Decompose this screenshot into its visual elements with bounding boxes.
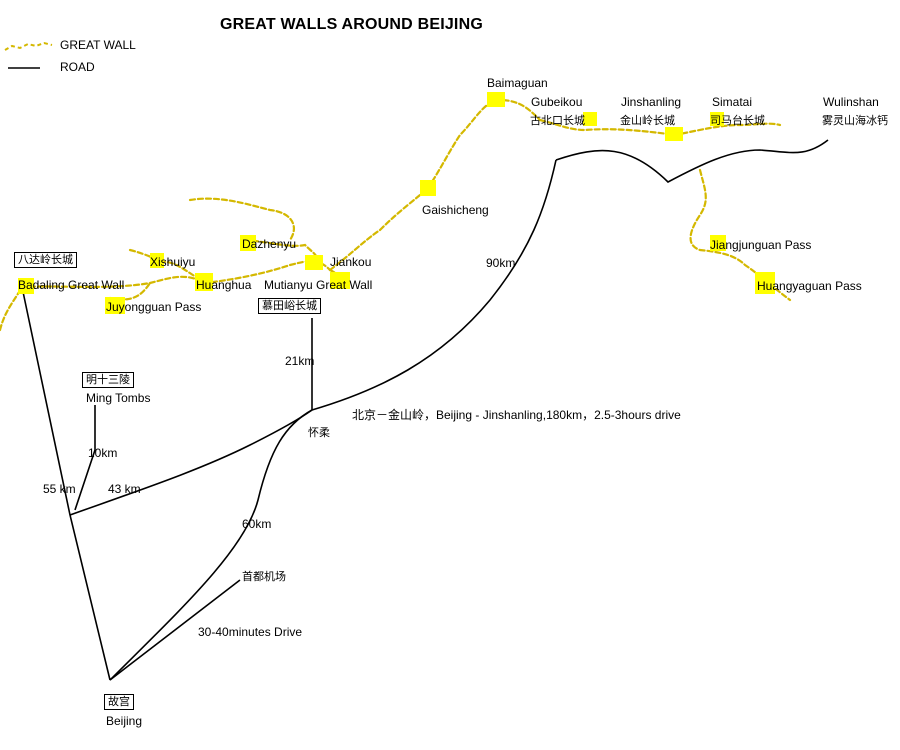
- label-mutianyu-cn: 慕田峪长城: [258, 298, 321, 314]
- label-juyongguan: Juyongguan Pass: [106, 300, 202, 314]
- label-jinshanling: Jinshanling: [621, 95, 682, 109]
- marker-jinshanling: [665, 127, 683, 141]
- label-ming-tombs-cn: 明十三陵: [82, 372, 134, 388]
- label-jiangjunguan: Jiangjunguan Pass: [710, 238, 812, 252]
- distance-55km: 55 km: [43, 482, 76, 496]
- distance-10km: 10km: [88, 446, 118, 460]
- map-title: GREAT WALLS AROUND BEIJING: [220, 16, 483, 33]
- distance-21km: 21km: [285, 354, 315, 368]
- wall-north-branch: [188, 197, 295, 242]
- label-gubeikou: Gubeikou: [531, 95, 583, 109]
- label-wulinshan: Wulinshan: [823, 95, 879, 109]
- label-ming-tombs: Ming Tombs: [86, 391, 151, 405]
- marker-dazhenyu: [240, 235, 256, 251]
- road-beijing-huairou: [109, 409, 313, 681]
- label-huangyaguan: Huangyaguan Pass: [757, 279, 862, 293]
- marker-jiankou: [305, 255, 323, 270]
- label-jinshanling-cn: 金山岭长城: [620, 115, 675, 127]
- legend-road-label: ROAD: [60, 60, 95, 74]
- wall-xishuiyu: [128, 248, 207, 285]
- roads: [21, 139, 829, 681]
- wall-north: [426, 98, 542, 190]
- label-jiankou: Jiankou: [330, 255, 372, 269]
- road-ming-tombs: [74, 405, 96, 511]
- label-huairou-cn: 怀柔: [308, 427, 330, 439]
- marker-huangyaguan: [755, 272, 775, 294]
- label-baimaguan: Baimaguan: [487, 76, 548, 90]
- marker-huanghua: [195, 273, 213, 291]
- road-gubeikou-simatai: [555, 139, 829, 183]
- marker-simatai: [710, 112, 724, 126]
- label-gaishicheng: Gaishicheng: [422, 203, 489, 217]
- road-huairou-gubeikou: [311, 159, 557, 411]
- label-badaling-cn: 八达岭长城: [14, 252, 77, 268]
- road-changping-huairou: [69, 409, 313, 516]
- label-simatai: Simatai: [712, 95, 753, 109]
- distance-60km: 60km: [242, 517, 272, 531]
- label-mutianyu: Mutianyu Great Wall: [264, 278, 373, 292]
- note-airport-drive: 30-40minutes Drive: [198, 625, 303, 639]
- distance-43km: 43 km: [108, 482, 141, 496]
- marker-mutianyu: [330, 272, 350, 289]
- marker-badaling: [18, 278, 34, 294]
- label-xishuiyu: Xishuiyu: [150, 255, 196, 269]
- marker-gubeikou: [583, 112, 597, 126]
- marker-juyongguan: [105, 297, 125, 314]
- legend-great-wall-line: [4, 41, 53, 51]
- label-simatai-cn: 司马台长城: [710, 115, 765, 127]
- marker-jiangjunguan: [710, 235, 726, 251]
- wall-gaishicheng: [328, 186, 430, 272]
- label-gubeikou-cn: 古北口长城: [530, 115, 585, 127]
- label-beijing: Beijing: [106, 714, 143, 728]
- label-dazhenyu: Dazhenyu: [242, 237, 297, 251]
- label-huanghua: Huanghua: [196, 278, 252, 292]
- marker-baimaguan: [487, 92, 505, 107]
- label-badaling: Badaling Great Wall: [18, 278, 125, 292]
- road-airport: [109, 579, 241, 681]
- label-airport-cn: 首都机场: [242, 571, 286, 583]
- note-jinshanling-drive: 北京－金山岭，Beijing - Jinshanling,180km，2.5-3…: [352, 408, 681, 422]
- marker-xishuiyu: [150, 253, 164, 268]
- label-gugong-cn: 故宫: [104, 694, 134, 710]
- label-wulinshan-cn: 雾灵山海冰钙: [822, 115, 888, 127]
- legend-great-wall-label: GREAT WALL: [60, 38, 136, 52]
- site-markers: [18, 92, 775, 314]
- distance-90km: 90km: [486, 256, 516, 270]
- marker-gaishicheng: [420, 180, 436, 196]
